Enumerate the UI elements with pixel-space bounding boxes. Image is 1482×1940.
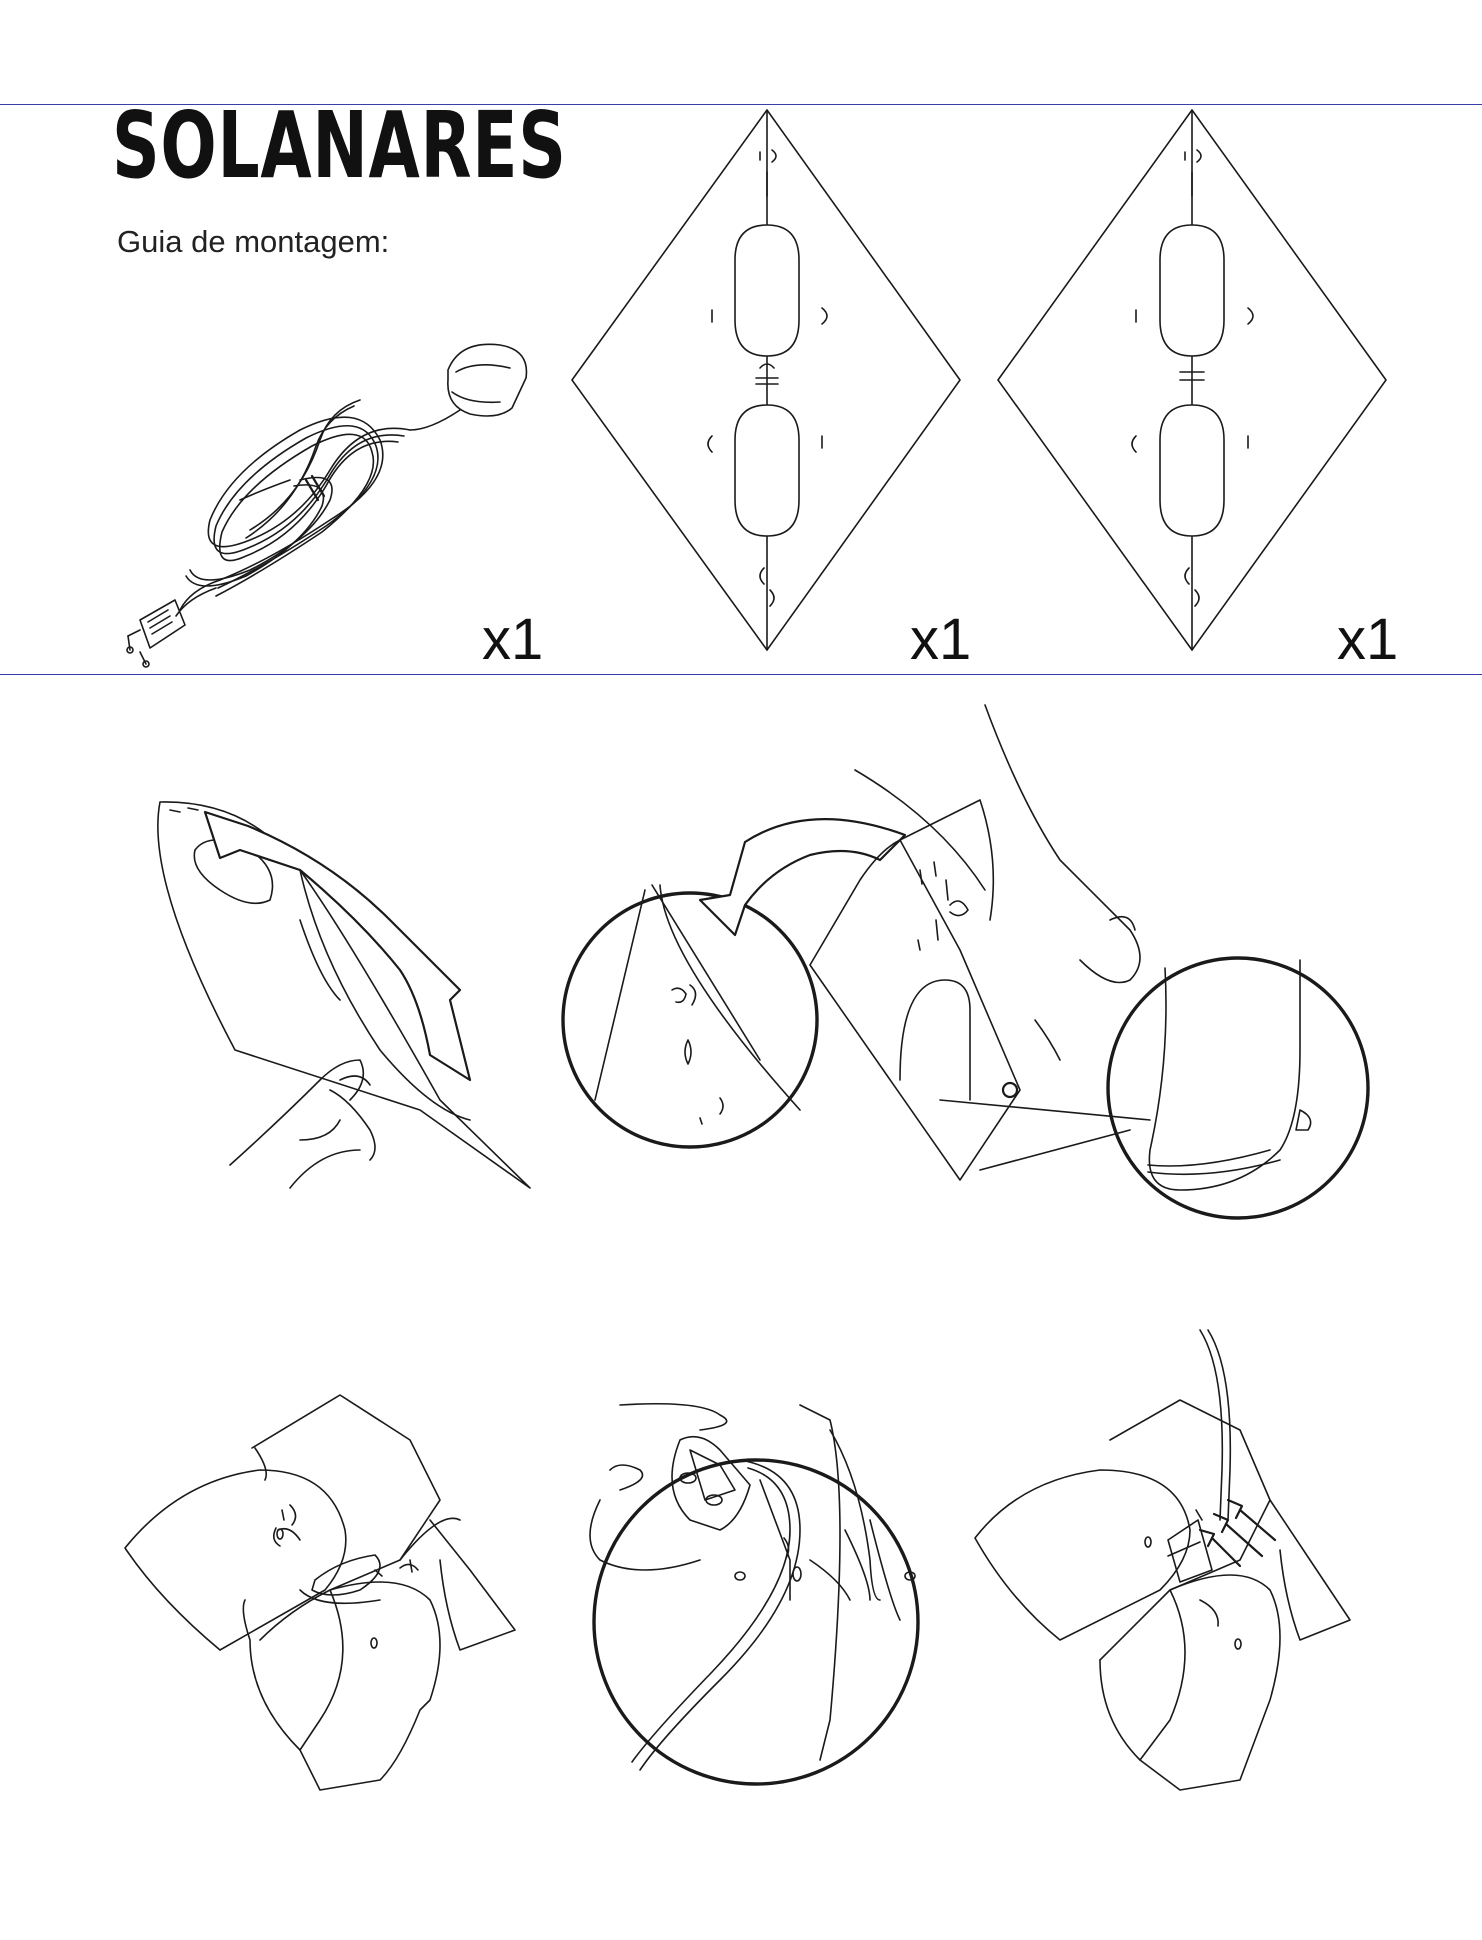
part-quantity-cord: x1 (482, 607, 544, 672)
guide-subtitle: Guia de montagem: (117, 224, 390, 259)
join-tabs-detail-icon (561, 704, 1370, 1220)
attach-cord-icon (974, 1329, 1351, 1791)
diamond-panel-a-icon (571, 109, 961, 651)
part-quantity-panel-a: x1 (910, 607, 972, 672)
power-cord-icon (126, 343, 528, 668)
top-rule (0, 104, 1482, 105)
fold-panel-step-icon (157, 801, 531, 1189)
diamond-panel-b-icon (997, 109, 1387, 651)
insert-socket-detail-icon (589, 1402, 920, 1786)
assembled-petals-icon (124, 1394, 516, 1791)
bottom-rule (0, 674, 1482, 675)
brand-title: SOLANARES (112, 92, 567, 199)
part-quantity-panel-b: x1 (1337, 607, 1399, 672)
